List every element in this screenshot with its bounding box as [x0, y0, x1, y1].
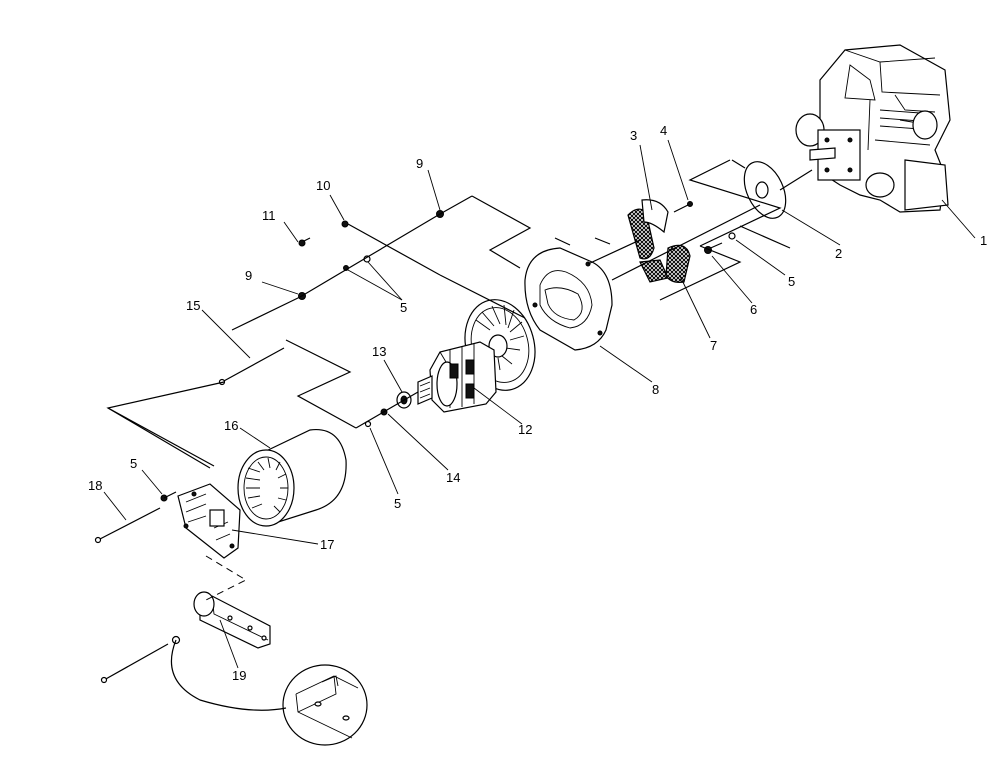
callout-11: 11: [262, 208, 276, 223]
stator-part: [237, 428, 347, 527]
housing-part: [524, 247, 613, 351]
callout-2: 2: [835, 246, 842, 261]
callout-3: 3: [630, 128, 637, 143]
mounting-bracket-part: [193, 591, 271, 649]
leader-lines: [103, 139, 976, 669]
callout-5-engine: 5: [788, 274, 795, 289]
mesh-screens-part: [627, 199, 691, 283]
end-bracket-part: [177, 483, 241, 559]
callout-1: 1: [980, 233, 987, 248]
callout-5-lower: 5: [394, 496, 401, 511]
callout-8: 8: [652, 382, 659, 397]
callout-5-bracket: 5: [130, 456, 137, 471]
rotor-part: [417, 341, 497, 413]
callout-9-upper: 9: [416, 156, 423, 171]
callout-12: 12: [518, 422, 532, 437]
callout-19: 19: [232, 668, 246, 683]
callout-labels: 1 2 3 4 5 6 7 8 9 10 11 9 5 15 13 12 14 …: [88, 123, 987, 683]
assembly-lines: [106, 159, 813, 711]
callout-18: 18: [88, 478, 102, 493]
callout-17: 17: [320, 537, 334, 552]
callout-15: 15: [186, 298, 200, 313]
callout-9-lower: 9: [245, 268, 252, 283]
callout-4: 4: [660, 123, 667, 138]
callout-10: 10: [316, 178, 330, 193]
callout-6: 6: [750, 302, 757, 317]
detail-view: [282, 664, 368, 746]
callout-16: 16: [224, 418, 238, 433]
bolts: [94, 237, 311, 684]
adapter-plate-part: [743, 161, 787, 219]
engine-part: [795, 44, 951, 213]
callout-14: 14: [446, 470, 460, 485]
callout-13: 13: [372, 344, 386, 359]
callout-5-washers: 5: [400, 300, 407, 315]
callout-7: 7: [710, 338, 717, 353]
